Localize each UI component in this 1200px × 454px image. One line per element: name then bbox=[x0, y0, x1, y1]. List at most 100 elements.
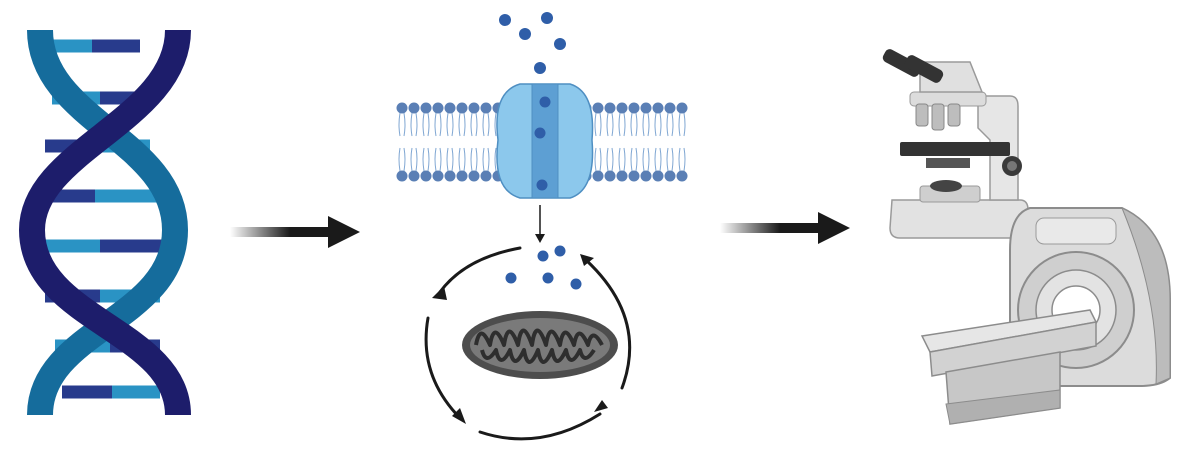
lipid-head bbox=[480, 170, 492, 182]
lipid-head bbox=[628, 102, 640, 114]
lipid-tail bbox=[647, 112, 650, 137]
lipid-tail bbox=[678, 112, 681, 137]
lipid-tail bbox=[666, 112, 669, 137]
lipid-head bbox=[616, 102, 628, 114]
lipid-head bbox=[468, 102, 480, 114]
lipid-head bbox=[676, 170, 688, 182]
dna-strand-dark bbox=[18, 29, 191, 417]
ion-particle-icon bbox=[499, 14, 511, 26]
lipid-head bbox=[444, 102, 456, 114]
lipid-tail bbox=[434, 147, 437, 172]
lipid-head bbox=[420, 170, 432, 182]
ion-particle-icon bbox=[554, 38, 566, 50]
lipid-tail bbox=[671, 112, 674, 137]
lipid-head bbox=[420, 102, 432, 114]
lipid-head bbox=[640, 170, 652, 182]
lipid-head bbox=[604, 170, 616, 182]
lipid-head bbox=[396, 102, 408, 114]
process-arrow-icon bbox=[720, 206, 860, 250]
ion-particle-icon bbox=[536, 179, 548, 191]
lipid-tail bbox=[666, 147, 669, 172]
lipid-tail bbox=[630, 147, 633, 172]
ion-particle-icon bbox=[537, 250, 549, 262]
lipid-head bbox=[408, 102, 420, 114]
process-arrow-icon bbox=[230, 210, 370, 254]
lipid-tail bbox=[439, 147, 442, 172]
lipid-tail bbox=[635, 112, 638, 137]
lipid-tail bbox=[422, 112, 425, 137]
lipid-head bbox=[640, 102, 652, 114]
lipid-tail bbox=[659, 112, 662, 137]
lipid-tail bbox=[654, 112, 657, 137]
lipid-tail bbox=[494, 112, 497, 137]
extracellular-ions bbox=[499, 12, 566, 74]
lipid-tail bbox=[439, 112, 442, 137]
lipid-tail bbox=[654, 147, 657, 172]
mri-scanner-icon bbox=[920, 207, 1171, 425]
ion-particle-icon bbox=[570, 278, 582, 290]
lipid-tail bbox=[594, 112, 597, 137]
lipid-head bbox=[664, 170, 676, 182]
lipid-head bbox=[604, 102, 616, 114]
lipid-tail bbox=[611, 147, 614, 172]
ion-particle-icon bbox=[554, 245, 566, 257]
lipid-tail bbox=[415, 147, 418, 172]
lipid-tail bbox=[463, 112, 466, 137]
lipid-head bbox=[408, 170, 420, 182]
lipid-tail bbox=[647, 147, 650, 172]
ion-particle-icon bbox=[542, 272, 554, 284]
lipid-tail bbox=[470, 147, 473, 172]
lipid-head bbox=[432, 170, 444, 182]
lipid-tail bbox=[635, 147, 638, 172]
lipid-head bbox=[468, 170, 480, 182]
lipid-tail bbox=[482, 112, 485, 137]
lipid-head bbox=[652, 102, 664, 114]
lipid-tail bbox=[422, 147, 425, 172]
lipid-tail bbox=[482, 147, 485, 172]
lipid-head bbox=[480, 102, 492, 114]
lipid-tail bbox=[611, 112, 614, 137]
ion-particle-icon bbox=[519, 28, 531, 40]
lipid-tail bbox=[594, 147, 597, 172]
lipid-tail bbox=[606, 112, 609, 137]
lipid-tail bbox=[427, 147, 430, 172]
lipid-tail bbox=[451, 112, 454, 137]
lipid-tail bbox=[398, 112, 401, 137]
lipid-tail bbox=[630, 112, 633, 137]
ion-channel-membrane-icon bbox=[380, 0, 710, 454]
ion-particle-icon bbox=[534, 62, 546, 74]
dna-double-helix-icon bbox=[0, 0, 220, 454]
lipid-tail bbox=[458, 147, 461, 172]
ion-particle-icon bbox=[505, 272, 517, 284]
lipid-tail bbox=[606, 147, 609, 172]
lipid-head bbox=[432, 102, 444, 114]
lipid-tail bbox=[475, 147, 478, 172]
lipid-tail bbox=[415, 112, 418, 137]
lipid-tail bbox=[398, 147, 401, 172]
ion-particle-icon bbox=[539, 96, 551, 108]
lipid-tail bbox=[494, 147, 497, 172]
lipid-tail bbox=[446, 147, 449, 172]
lipid-tail bbox=[671, 147, 674, 172]
lipid-tail bbox=[451, 147, 454, 172]
ion-particle-icon bbox=[541, 12, 553, 24]
lipid-head bbox=[676, 102, 688, 114]
lipid-tail bbox=[446, 112, 449, 137]
dna-strand-light bbox=[27, 29, 189, 416]
channel-protein bbox=[496, 83, 594, 199]
lipid-head bbox=[456, 102, 468, 114]
lipid-tail bbox=[434, 112, 437, 137]
lipid-head bbox=[396, 170, 408, 182]
cycle-arrows-icon bbox=[424, 246, 632, 441]
lipid-tail bbox=[403, 112, 406, 137]
lipid-tail bbox=[475, 112, 478, 137]
lipid-tail bbox=[599, 147, 602, 172]
lipid-head bbox=[592, 170, 604, 182]
lipid-tail bbox=[410, 147, 413, 172]
lipid-tail bbox=[403, 147, 406, 172]
lipid-tail bbox=[487, 147, 490, 172]
lipid-tail bbox=[470, 112, 473, 137]
lipid-head bbox=[628, 170, 640, 182]
lipid-head bbox=[456, 170, 468, 182]
mitochondrion-icon bbox=[462, 311, 618, 379]
